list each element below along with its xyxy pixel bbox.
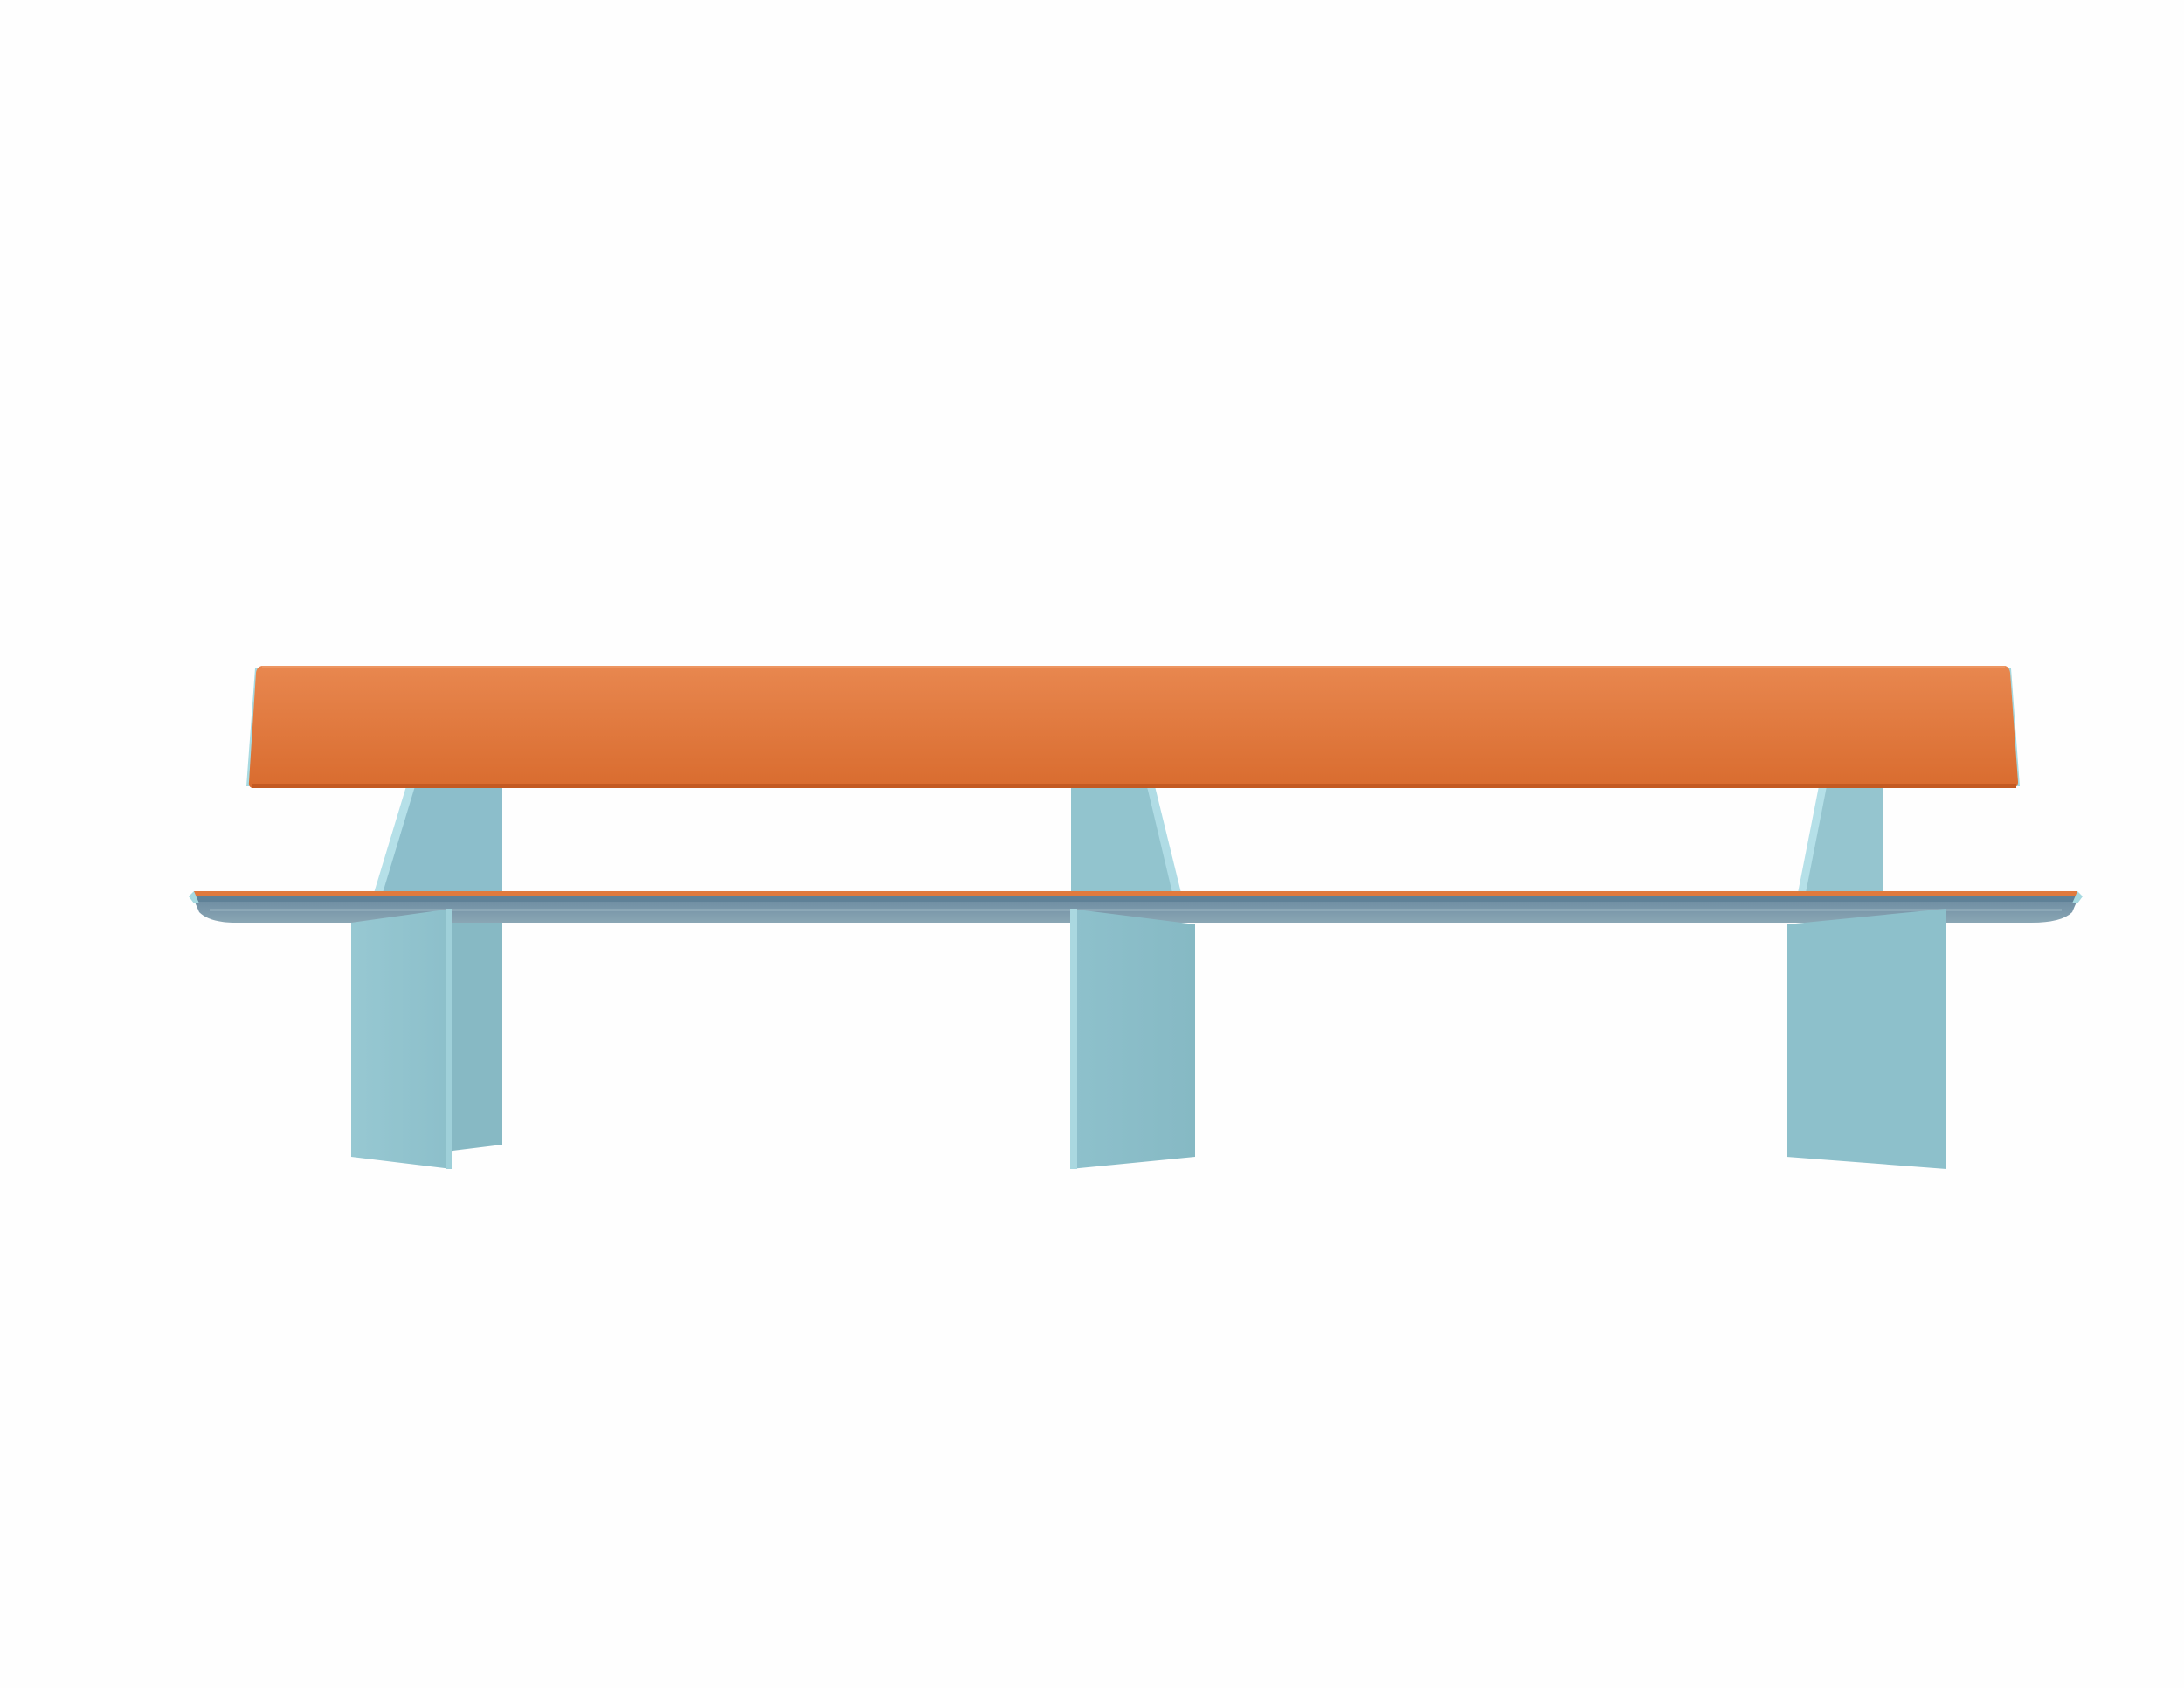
backrest-support-left-highlight [374,786,415,893]
backrest-top-edge [262,666,2005,668]
backrest-supports [374,786,1883,893]
leg-middle-panel [1070,909,1195,1169]
leg-left-back-panel [446,923,502,1152]
leg-left-edge [446,909,452,1169]
backrest-support-middle [1071,786,1175,893]
seat-underside-stripe [210,909,2062,911]
seat-end-left [189,891,199,903]
backrest-support-left [376,786,502,893]
legs [351,909,1946,1169]
seat-front-edge [194,896,2077,902]
backrest-support-middle-highlight [1147,786,1181,893]
leg-middle-edge [1070,909,1077,1169]
backrest [246,666,2020,788]
leg-left-front-panel [351,909,452,1169]
backrest-bottom-edge [252,784,2016,788]
leg-right-panel [1787,909,1946,1169]
seat [189,891,2083,923]
backrest-face [248,666,2018,788]
seat-end-right [2072,891,2083,903]
backrest-support-right-highlight [1798,786,1827,893]
backrest-support-right [1801,786,1883,893]
seat-top-surface [194,891,2077,896]
